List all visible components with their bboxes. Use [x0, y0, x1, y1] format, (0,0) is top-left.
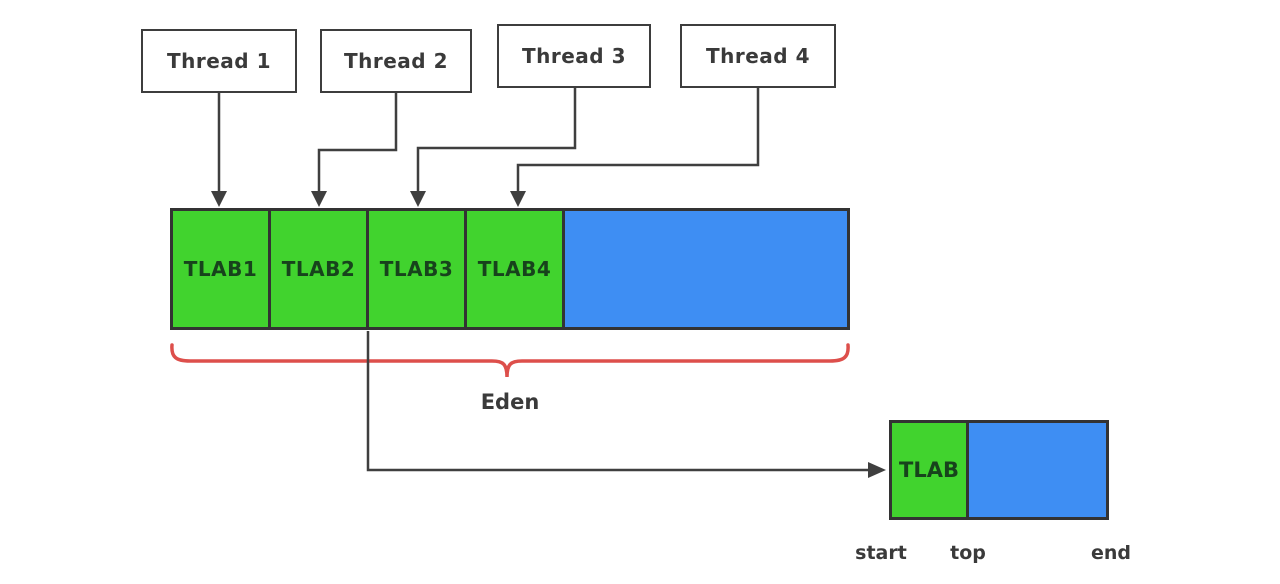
thread-3-arrow	[410, 88, 577, 207]
tlab-detail-free-area	[969, 423, 1106, 517]
tlab2-label: TLAB2	[281, 257, 356, 281]
eden-bar: TLAB1 TLAB2 TLAB3 TLAB4	[170, 208, 850, 330]
thread-2-box: Thread 2	[320, 29, 472, 93]
thread-3-label: Thread 3	[522, 44, 626, 68]
tlab4-segment: TLAB4	[467, 211, 565, 327]
tlab1-segment: TLAB1	[173, 211, 271, 327]
thread-1-arrow	[211, 93, 227, 207]
thread-4-label: Thread 4	[706, 44, 810, 68]
tlab3-segment: TLAB3	[369, 211, 467, 327]
pointer-label-start: start	[855, 542, 907, 564]
pointer-label-end: end	[1090, 542, 1131, 564]
thread-3-box: Thread 3	[497, 24, 651, 88]
tlab-detail-used-area: TLAB	[892, 423, 969, 517]
eden-brace	[170, 343, 850, 378]
tlab-detail-box: TLAB	[889, 420, 1109, 520]
thread-1-box: Thread 1	[141, 29, 297, 93]
thread-4-arrow	[510, 88, 760, 207]
thread-2-label: Thread 2	[344, 49, 448, 73]
tlab1-label: TLAB1	[183, 257, 258, 281]
tlab4-label: TLAB4	[477, 257, 552, 281]
eden-label: Eden	[480, 390, 540, 414]
pointer-label-top: top	[950, 542, 986, 564]
thread-2-arrow	[311, 93, 398, 207]
tlab3-label: TLAB3	[379, 257, 454, 281]
tlab2-segment: TLAB2	[271, 211, 369, 327]
thread-4-box: Thread 4	[680, 24, 836, 88]
eden-free-space	[565, 211, 847, 327]
thread-1-label: Thread 1	[167, 49, 271, 73]
tlab-detail-label: TLAB	[899, 458, 959, 482]
